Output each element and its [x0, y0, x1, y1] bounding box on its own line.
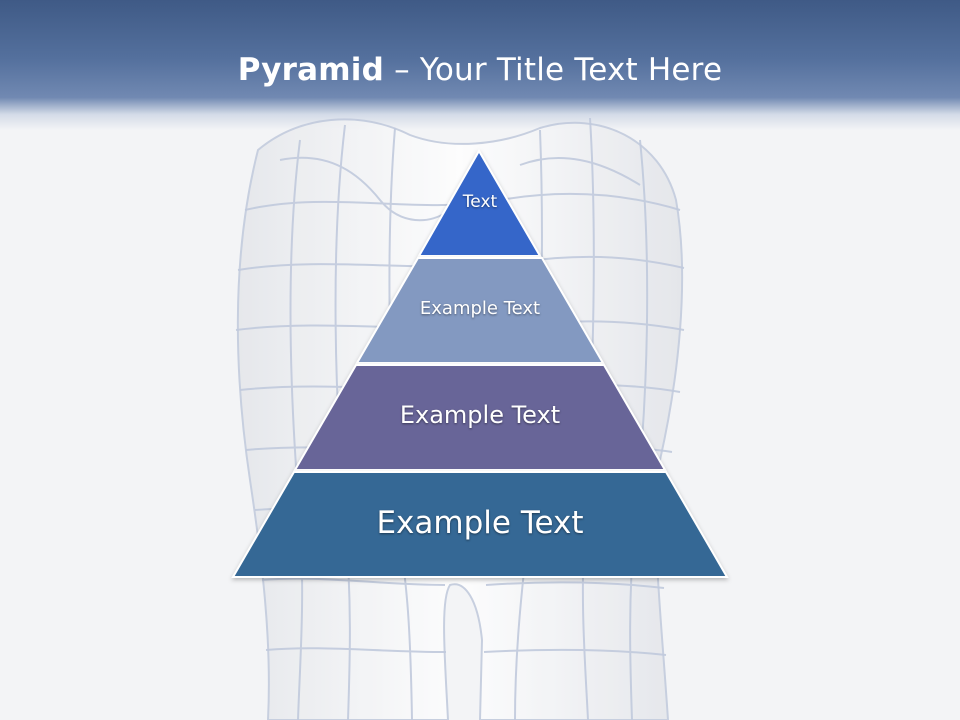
- pyramid-level-top: [417, 148, 542, 257]
- pyramid-level-2-label: Example Text: [419, 298, 541, 319]
- slide-title-rest: – Your Title Text Here: [384, 52, 723, 88]
- pyramid-level-3-label: Example Text: [399, 401, 561, 429]
- slide-title: Pyramid – Your Title Text Here: [0, 52, 960, 88]
- pyramid-level-3: [293, 364, 667, 471]
- pyramid-level-base: [231, 471, 729, 578]
- title-banner: [0, 0, 960, 130]
- pyramid-level-top-label: Text: [462, 192, 498, 212]
- pyramid-level-base-label: Example Text: [376, 505, 584, 541]
- pyramid-level-2: [355, 257, 605, 364]
- slide-title-bold: Pyramid: [237, 52, 385, 88]
